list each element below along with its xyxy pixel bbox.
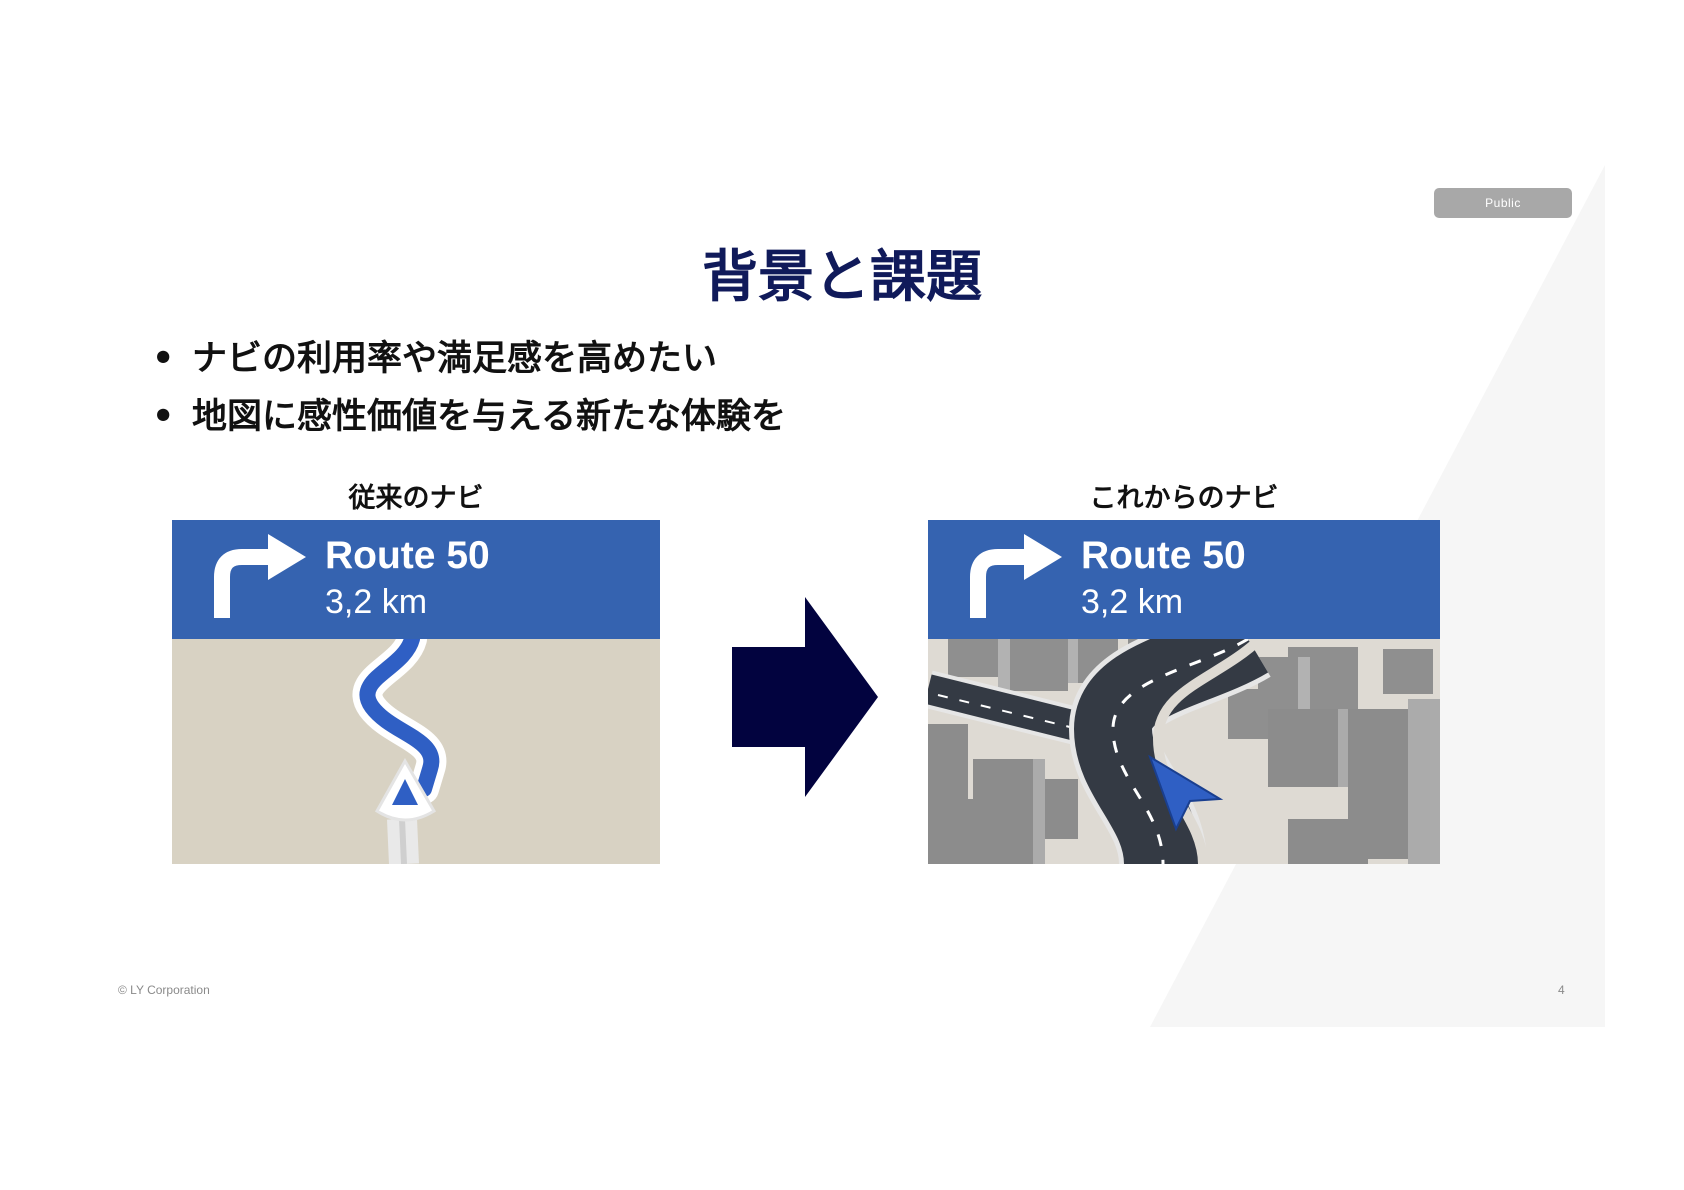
bullet-marker: • (152, 339, 175, 379)
caption-future-nav: これからのナビ (1089, 483, 1279, 514)
route-name: Route 50 (325, 534, 490, 577)
bullet-text: 地図に感性価値を与える新たな体験を (192, 397, 786, 437)
route-distance: 3,2 km (1081, 583, 1184, 621)
page-number: 4 (1558, 983, 1565, 997)
bullet-text: ナビの利用率や満足感を高めたい (192, 339, 718, 379)
page-title: 背景と課題 (702, 245, 982, 310)
route-distance: 3,2 km (325, 583, 428, 621)
bullet-item: • ナビの利用率や満足感を高めたい (152, 330, 786, 388)
flat-map (172, 639, 660, 864)
public-badge: Public (1434, 188, 1572, 218)
future-nav-image: Route 50 3,2 km (928, 520, 1440, 864)
caption-conventional-nav: 従来のナビ (348, 483, 484, 514)
bullet-marker: • (152, 397, 175, 437)
transition-arrow-icon (732, 597, 878, 797)
nav-header: Route 50 3,2 km (928, 520, 1440, 639)
route-name: Route 50 (1081, 534, 1246, 577)
bullet-list: • ナビの利用率や満足感を高めたい • 地図に感性価値を与える新たな体験を (152, 330, 786, 446)
bullet-item: • 地図に感性価値を与える新たな体験を (152, 388, 786, 446)
conventional-nav-image: Route 50 3,2 km (172, 520, 660, 864)
nav-header: Route 50 3,2 km (172, 520, 660, 639)
3d-city-map (928, 639, 1440, 864)
turn-right-icon (970, 534, 1062, 618)
copyright-text: © LY Corporation (118, 983, 210, 997)
turn-right-icon (214, 534, 306, 618)
